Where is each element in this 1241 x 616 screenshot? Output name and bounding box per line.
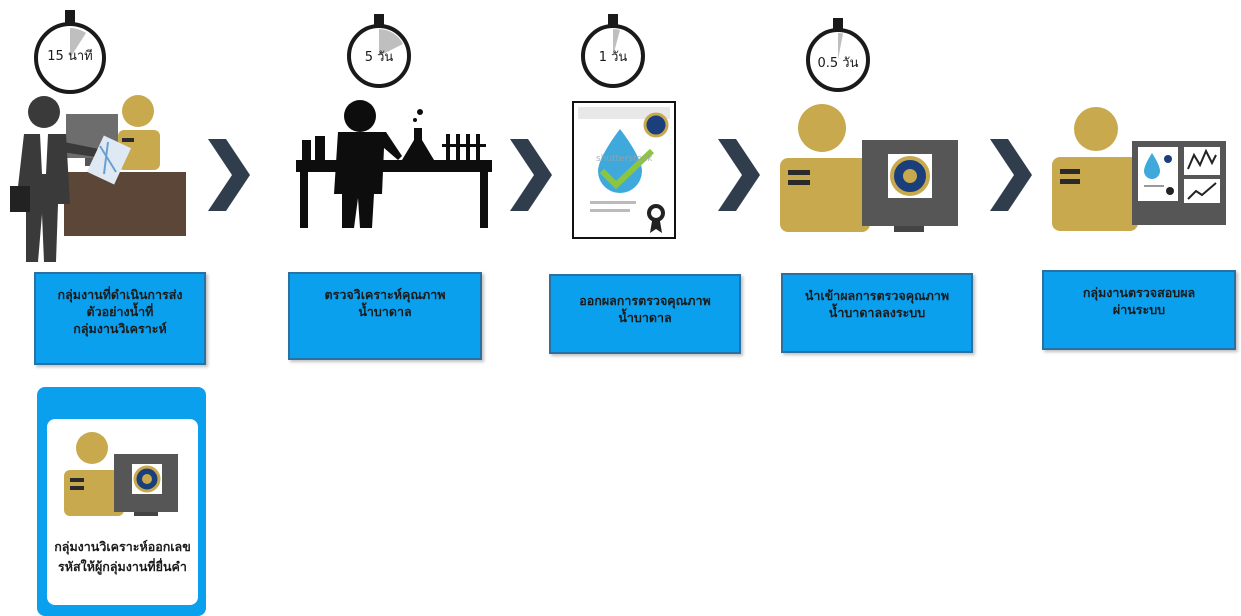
- person-submitting-sample-icon: [10, 94, 186, 262]
- step-2-duration: 5 วัน: [364, 50, 394, 65]
- step-3-box: ออกผลการตรวจคุณภาพ น้ำบาดาล: [549, 274, 741, 354]
- water-certificate-icon: shutterstock: [572, 101, 676, 239]
- step-2-box: ตรวจวิเคราะห์คุณภาพ น้ำบาดาล: [288, 272, 482, 360]
- step-3-label: ออกผลการตรวจคุณภาพ น้ำบาดาล: [579, 293, 711, 325]
- stopwatch-icon-step-3: 1 วัน: [579, 10, 647, 94]
- step-1-box: กลุ่มงานที่ดำเนินการส่ง ตัวอย่างน้ำที่ ก…: [34, 272, 206, 365]
- note-card-inner: กลุ่มงานวิเคราะห์ออกเลข รหัสให้ผู้กลุ่มง…: [47, 419, 198, 605]
- step-5-label: กลุ่มงานตรวจสอบผล ผ่านระบบ: [1082, 285, 1196, 317]
- lab-scientist-icon: [294, 98, 494, 228]
- step-3-duration: 1 วัน: [598, 50, 628, 65]
- officer-monitor-charts-icon: [1048, 105, 1226, 231]
- step-4-duration: 0.5 วัน: [817, 56, 859, 71]
- chevron-right-icon-1: [206, 139, 252, 215]
- step-4-label: นำเข้าผลการตรวจคุณภาพ น้ำบาดาลลงระบบ: [804, 288, 950, 320]
- officer-computer-icon-small: [62, 430, 182, 520]
- watermark-text: shutterstock: [596, 154, 653, 164]
- stopwatch-icon-step-4: 0.5 วัน: [804, 14, 872, 98]
- step-2-label: ตรวจวิเคราะห์คุณภาพ น้ำบาดาล: [324, 287, 446, 319]
- step-4-box: นำเข้าผลการตรวจคุณภาพ น้ำบาดาลลงระบบ: [781, 273, 973, 353]
- step-5-box: กลุ่มงานตรวจสอบผล ผ่านระบบ: [1042, 270, 1236, 350]
- note-card: กลุ่มงานวิเคราะห์ออกเลข รหัสให้ผู้กลุ่มง…: [37, 387, 206, 616]
- step-1-duration: 15 นาที: [47, 49, 93, 64]
- chevron-right-icon-3: [716, 139, 762, 215]
- officer-computer-icon: [776, 102, 958, 232]
- stopwatch-icon-step-1: 15 นาที: [31, 6, 109, 96]
- chevron-right-icon-4: [988, 139, 1034, 215]
- stopwatch-icon-step-2: 5 วัน: [345, 10, 413, 94]
- chevron-right-icon-2: [508, 139, 554, 215]
- step-1-label: กลุ่มงานที่ดำเนินการส่ง ตัวอย่างน้ำที่ ก…: [57, 287, 183, 336]
- note-label: กลุ่มงานวิเคราะห์ออกเลข รหัสให้ผู้กลุ่มง…: [54, 539, 191, 574]
